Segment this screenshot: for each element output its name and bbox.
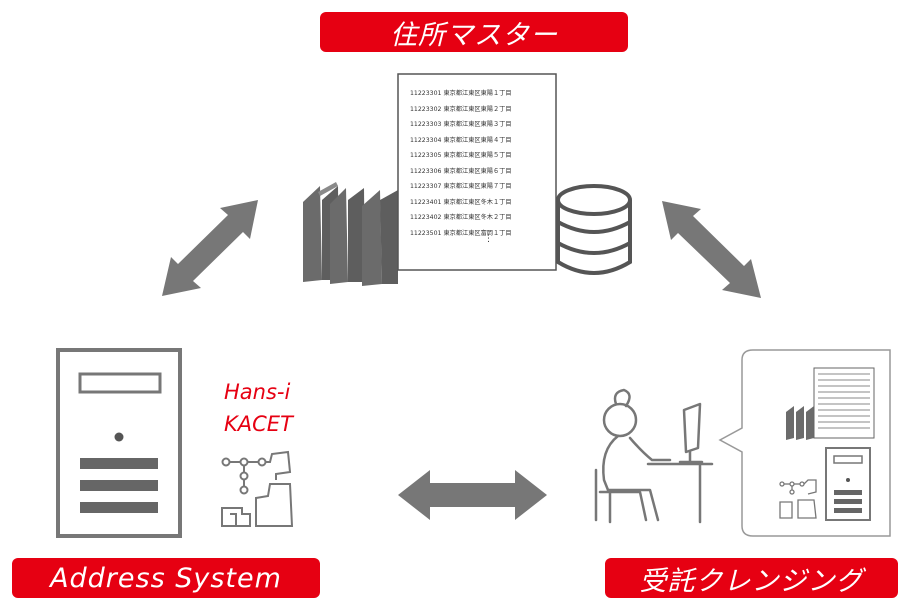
document-ellipsis: ⋮: [484, 234, 493, 244]
person-at-desk-icon: [594, 388, 714, 524]
list-item: 11223307 東京都江東区東陽７丁目: [410, 183, 512, 190]
list-item: 11223401 東京都江東区冬木１丁目: [410, 198, 512, 206]
list-item: 11223501 東京都江東区富岡１丁目: [410, 229, 512, 237]
product-name-line1: Hans-i: [224, 380, 291, 404]
list-item: 11223301 東京都江東区東陽１丁目: [410, 90, 512, 97]
server-icon: [825, 447, 871, 521]
cleansing-service-label-text: 受託クレンジング: [639, 565, 864, 597]
cleansing-service-label: 受託クレンジング: [605, 558, 898, 598]
list-item: 11223306 東京都江東区東陽６丁目: [410, 167, 512, 175]
list-item: 11223303 東京都江東区東陽３丁目: [410, 121, 512, 128]
books-icon: [786, 406, 814, 440]
list-item: 11223302 東京都江東区東陽２丁目: [410, 105, 512, 113]
address-record-list: 11223301 東京都江東区東陽１丁目 11223302 東京都江東区東陽２丁…: [410, 86, 550, 241]
address-master-label: 住所マスター: [320, 12, 628, 52]
list-item: 11223304 東京都江東区東陽４丁目: [410, 136, 512, 144]
books-icon: [303, 182, 398, 286]
server-icon: [56, 348, 182, 538]
double-arrow-icon: [162, 200, 258, 296]
address-system-label-text: Address System: [50, 562, 282, 594]
list-item: 11223402 東京都江東区冬木２丁目: [410, 214, 512, 221]
double-arrow-icon: [398, 470, 547, 520]
product-name-line2: KACET: [224, 412, 293, 436]
document-icon: [397, 73, 557, 271]
list-item: 11223305 東京都江東区東陽５丁目: [410, 152, 512, 159]
document-icon: [813, 367, 875, 439]
address-system-label: Address System: [12, 558, 320, 598]
double-arrow-icon: [662, 201, 761, 298]
database-icon: [556, 184, 632, 275]
address-master-label-text: 住所マスター: [390, 19, 558, 51]
map-route-icon: [221, 450, 294, 527]
map-route-icon: [779, 479, 817, 519]
